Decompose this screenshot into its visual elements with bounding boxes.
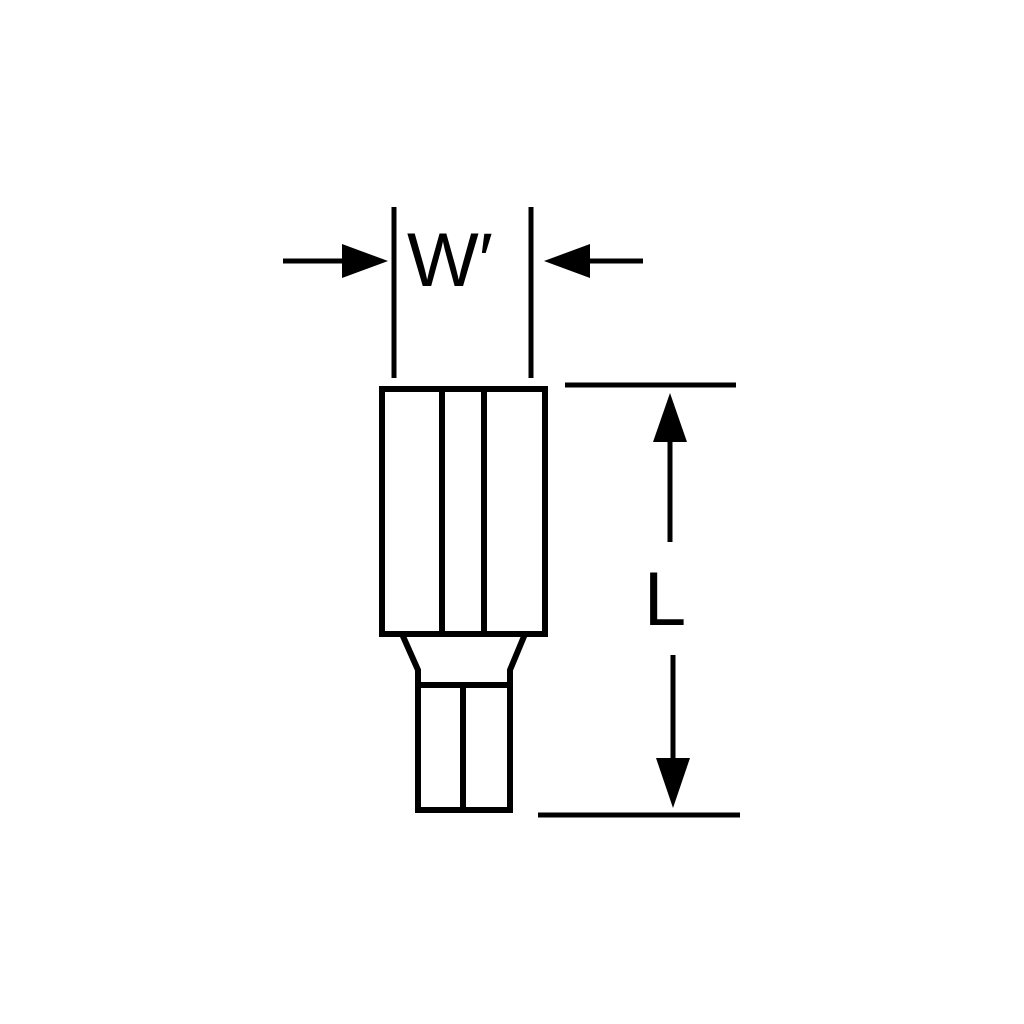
width-dimension [283,207,643,378]
length-dimension [538,382,740,818]
terminal-drawing [379,386,548,813]
terminal-slot [439,386,487,637]
width-label: W′ [407,218,493,303]
length-arrow-down-head-icon [656,758,690,808]
length-arrow-up-head-icon [653,393,687,442]
width-arrow-left-head-icon [342,244,388,278]
length-label: L [644,557,686,642]
width-arrow-right-head-icon [544,244,590,278]
